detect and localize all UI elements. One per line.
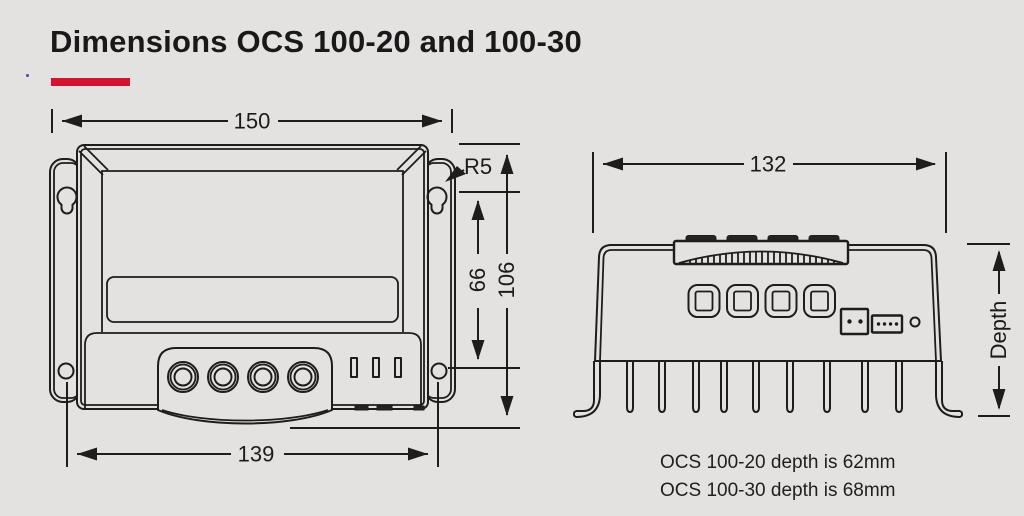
note-ocs-100-30: OCS 100-30 depth is 68mm [660,480,896,501]
dim-label-66: 66 [465,268,490,292]
dim-depth: Depth [967,243,1011,417]
front-body [76,144,429,411]
dim-corner-radius: R5 [445,154,492,182]
dim-label-depth: Depth [986,301,1011,360]
keyhole-slot-left [56,186,78,215]
connector-2pin [839,307,870,336]
keyhole-slot-right [426,186,448,215]
top-view: 132 Depth OCS 100-20 depth is 62mm OCS 1… [572,152,1011,501]
connector-4pin [870,314,904,334]
dim-body-width: 132 [592,152,947,233]
mounting-hole-right [430,362,448,380]
note-ocs-100-20: OCS 100-20 depth is 62mm [660,452,896,473]
terminal-screws [687,284,836,318]
dim-label-150: 150 [234,109,271,134]
dim-label-139: 139 [238,442,275,467]
wiring-terminals [167,361,319,393]
dim-label-106: 106 [494,262,519,299]
dim-overall-width: 150 [51,109,453,134]
flange-left [572,361,601,418]
terminal-cover [157,347,333,425]
dim-hole-spacing: 139 [66,382,439,467]
dim-overall-height: 106 [290,143,520,429]
heatsink-fins [626,362,903,413]
flange-right [935,361,964,418]
dim-label-132: 132 [750,152,787,177]
display-window [106,276,399,323]
indicator-slots [350,357,402,378]
dim-label-r5: R5 [464,154,492,179]
red-accent-bar [51,78,130,86]
sensor-hole [909,316,921,328]
mounting-hole-left [57,362,75,380]
stray-dot [26,74,29,77]
page-title: Dimensions OCS 100-20 and 100-30 [50,24,582,59]
vent-bar [672,239,850,266]
front-view: 150 139 66 [49,109,520,467]
depth-notes: OCS 100-20 depth is 62mm OCS 100-30 dept… [660,452,896,501]
